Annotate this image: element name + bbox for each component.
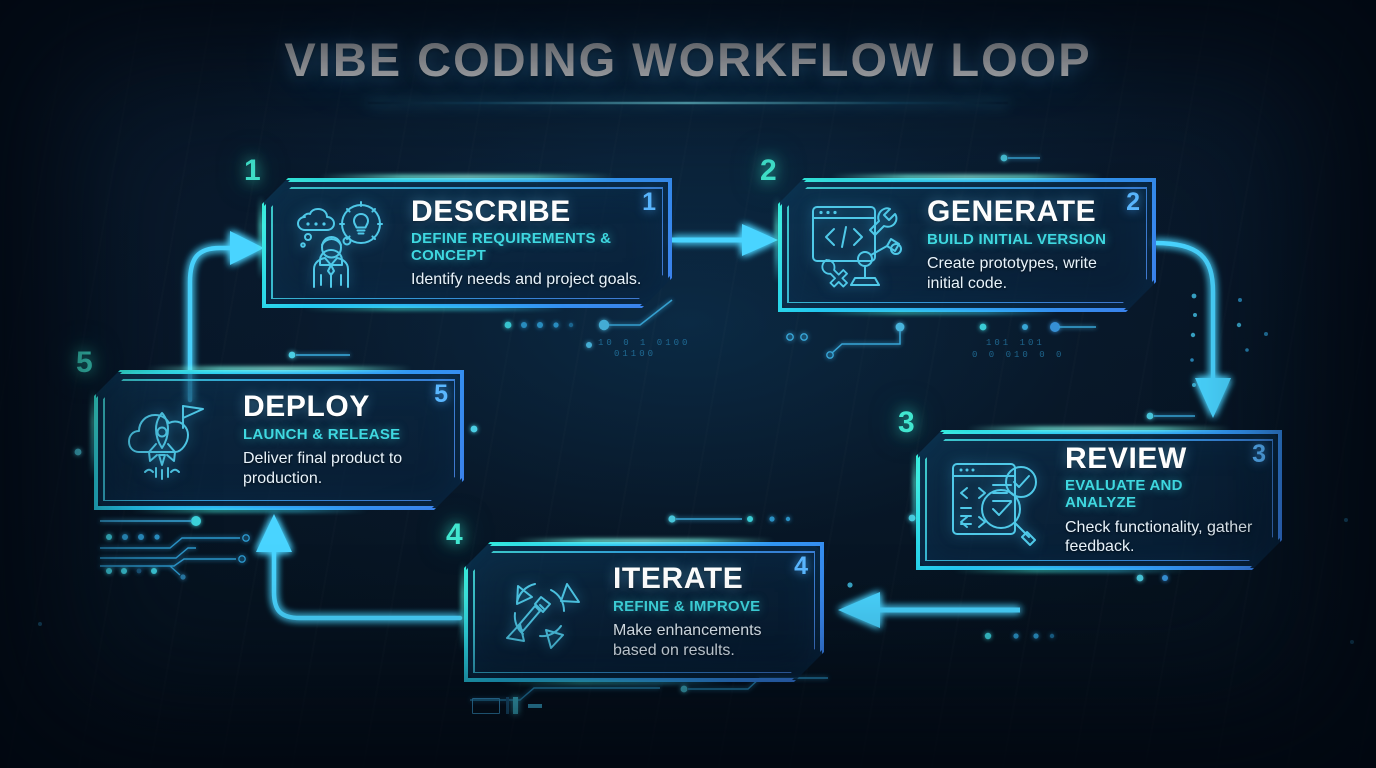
step-subtitle: LAUNCH & RELEASE (243, 425, 401, 443)
card-frame-outer (916, 430, 1282, 570)
card-top-glow (145, 367, 413, 371)
step-card-describe[interactable]: 1 1 (244, 156, 672, 310)
card-left-glow (913, 449, 917, 540)
card-bottom-glow (815, 311, 1058, 314)
step-number-outer: 3 (898, 406, 915, 439)
step-description: Deliver final product to production. (243, 449, 403, 487)
circular-arrows-hammer-icon (491, 564, 599, 660)
arrow-iterate-to-deploy (256, 514, 463, 621)
step-subtitle: EVALUATE AND ANALYZE (1065, 477, 1183, 512)
title-underline-glow (368, 102, 1008, 104)
step-title: DESCRIBE (411, 194, 571, 228)
step-title: ITERATE (613, 562, 744, 596)
step-title: DEPLOY (243, 390, 370, 424)
step-number-inner: 4 (794, 552, 808, 580)
arrow-describe-to-generate (672, 224, 778, 256)
step-description: Identify needs and project goals. (411, 271, 642, 289)
card-top-glow (514, 539, 774, 543)
step-card-review[interactable]: 3 3 (898, 408, 1282, 572)
step-title: GENERATE (927, 195, 1097, 229)
binary-decoration-c: 101 101 (986, 338, 1045, 348)
step-subtitle: DEFINE REQUIREMENTS & CONCEPT (411, 229, 612, 265)
card-bottom-glow (303, 307, 566, 310)
step-number-inner: 5 (434, 380, 448, 408)
title-block: VIBE CODING WORKFLOW LOOP (0, 33, 1376, 104)
card-bottom-glow (952, 569, 1187, 572)
step-description: Check functionality, gather feedback. (1065, 518, 1253, 556)
step-number-inner: 3 (1252, 440, 1266, 468)
card-top-glow (319, 175, 615, 179)
step-title: REVIEW (1065, 441, 1187, 475)
step-number-outer: 2 (760, 154, 777, 187)
card-top-glow (830, 175, 1104, 179)
hud-glyph-cluster (472, 697, 592, 716)
step-card-generate[interactable]: 2 2 (760, 156, 1156, 314)
step-number-inner: 1 (642, 188, 656, 216)
card-left-glow (91, 389, 95, 480)
step-number-outer: 1 (244, 154, 261, 187)
cloud-rocket-flag-icon (121, 392, 229, 488)
code-window-wrench-robot-arm-icon (805, 197, 913, 293)
binary-decoration-d: 0 0 010 0 0 (972, 350, 1065, 360)
step-number-inner: 2 (1126, 188, 1140, 216)
card-bottom-glow (131, 509, 368, 512)
binary-decoration-b: 01100 (614, 349, 657, 359)
arrow-review-to-iterate (838, 592, 1020, 628)
step-subtitle: REFINE & IMPROVE (613, 597, 761, 615)
step-subtitle: BUILD INITIAL VERSION (927, 230, 1107, 248)
card-top-glow (967, 427, 1231, 431)
step-card-deploy[interactable]: 5 5 (76, 348, 464, 512)
step-description: Make enhancements based on results. (613, 621, 762, 659)
step-description: Create prototypes, write initial code. (927, 254, 1097, 292)
card-left-glow (461, 561, 465, 652)
binary-decoration-a: 10 0 1 0100 (598, 338, 691, 348)
code-window-magnifier-checkmark-icon (943, 452, 1051, 548)
card-left-glow (775, 196, 779, 283)
card-left-glow (259, 196, 263, 280)
step-card-iterate[interactable]: 4 4 (446, 520, 824, 684)
arrow-generate-to-review (1152, 240, 1231, 418)
card-frame-outer (464, 542, 824, 682)
person-thought-bubble-lightbulb-icon (289, 195, 397, 291)
card-frame-outer (778, 178, 1156, 312)
page-title: VIBE CODING WORKFLOW LOOP (284, 33, 1092, 86)
step-number-outer: 4 (446, 518, 463, 551)
step-number-outer: 5 (76, 346, 93, 379)
card-bottom-glow (500, 681, 731, 684)
